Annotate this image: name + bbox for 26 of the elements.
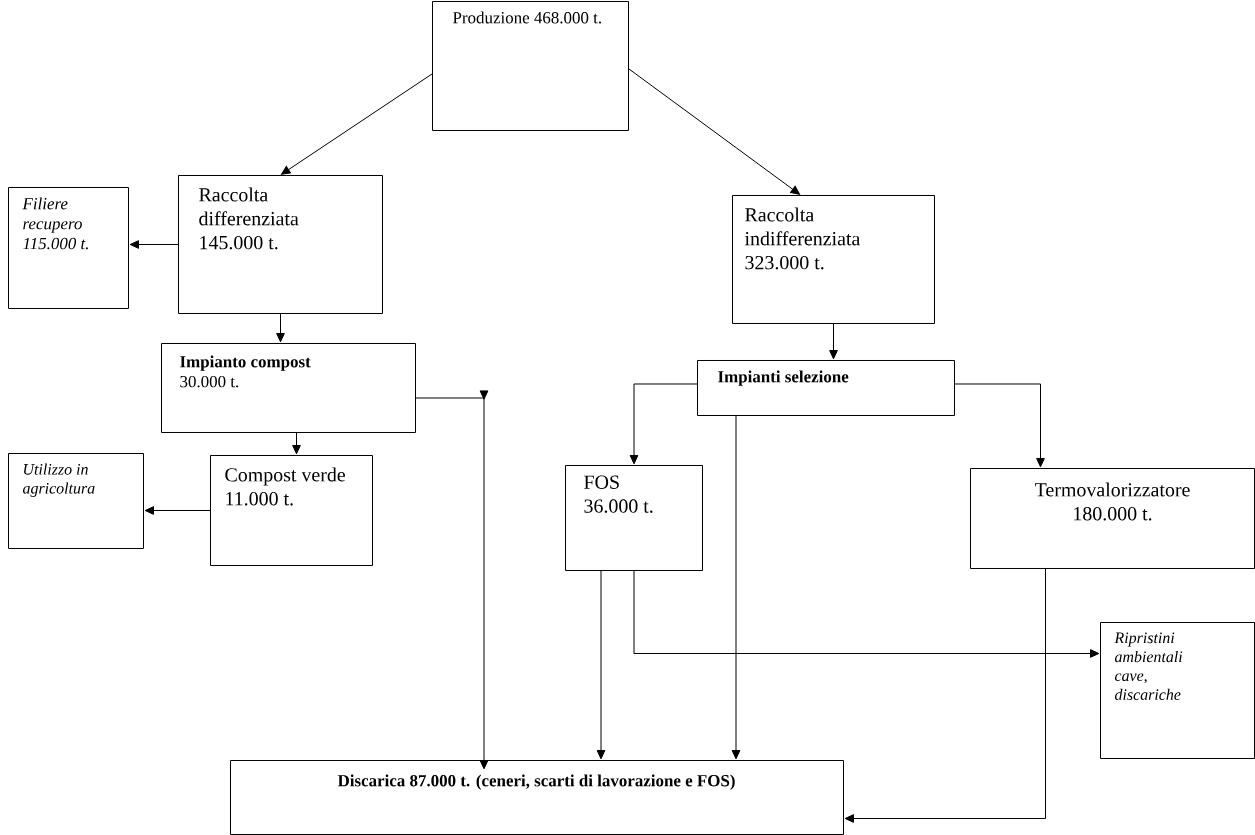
process-box: Termovalorizzatore 180.000 t. xyxy=(970,468,1255,569)
process-box: Filiere recupero 115.000 t. xyxy=(8,187,129,309)
arrow xyxy=(281,73,433,175)
arrow xyxy=(276,313,285,343)
process-box: Impianti selezione xyxy=(697,360,955,416)
arrow xyxy=(954,383,1045,468)
process-box: Raccolta indifferenziata 323.000 t. xyxy=(732,195,935,324)
process-box: Impianto compost 30.000 t. xyxy=(161,343,416,433)
arrow xyxy=(415,390,489,770)
arrow xyxy=(629,383,698,465)
arrow xyxy=(144,506,211,515)
arrow xyxy=(731,415,741,760)
process-box: Raccolta differenziata 145.000 t. xyxy=(178,175,383,314)
process-box: FOS 36.000 t. xyxy=(565,465,703,571)
process-box: Utilizzo in agricoltura xyxy=(8,453,144,549)
process-box: Produzione 468.000 t. xyxy=(432,1,629,131)
arrow xyxy=(596,570,606,760)
process-box: Discarica 87.000 t. (ceneri, scarti di lavorazione e FOS) xyxy=(230,760,844,835)
arrow xyxy=(129,240,179,249)
arrow xyxy=(292,432,301,455)
arrow xyxy=(633,570,1100,658)
process-box: Compost verde 11.000 t. xyxy=(210,455,373,566)
arrow xyxy=(844,568,1046,823)
arrow xyxy=(829,323,838,360)
arrow xyxy=(628,68,800,195)
process-box: Ripristini ambientali cave, discariche xyxy=(1100,622,1255,759)
